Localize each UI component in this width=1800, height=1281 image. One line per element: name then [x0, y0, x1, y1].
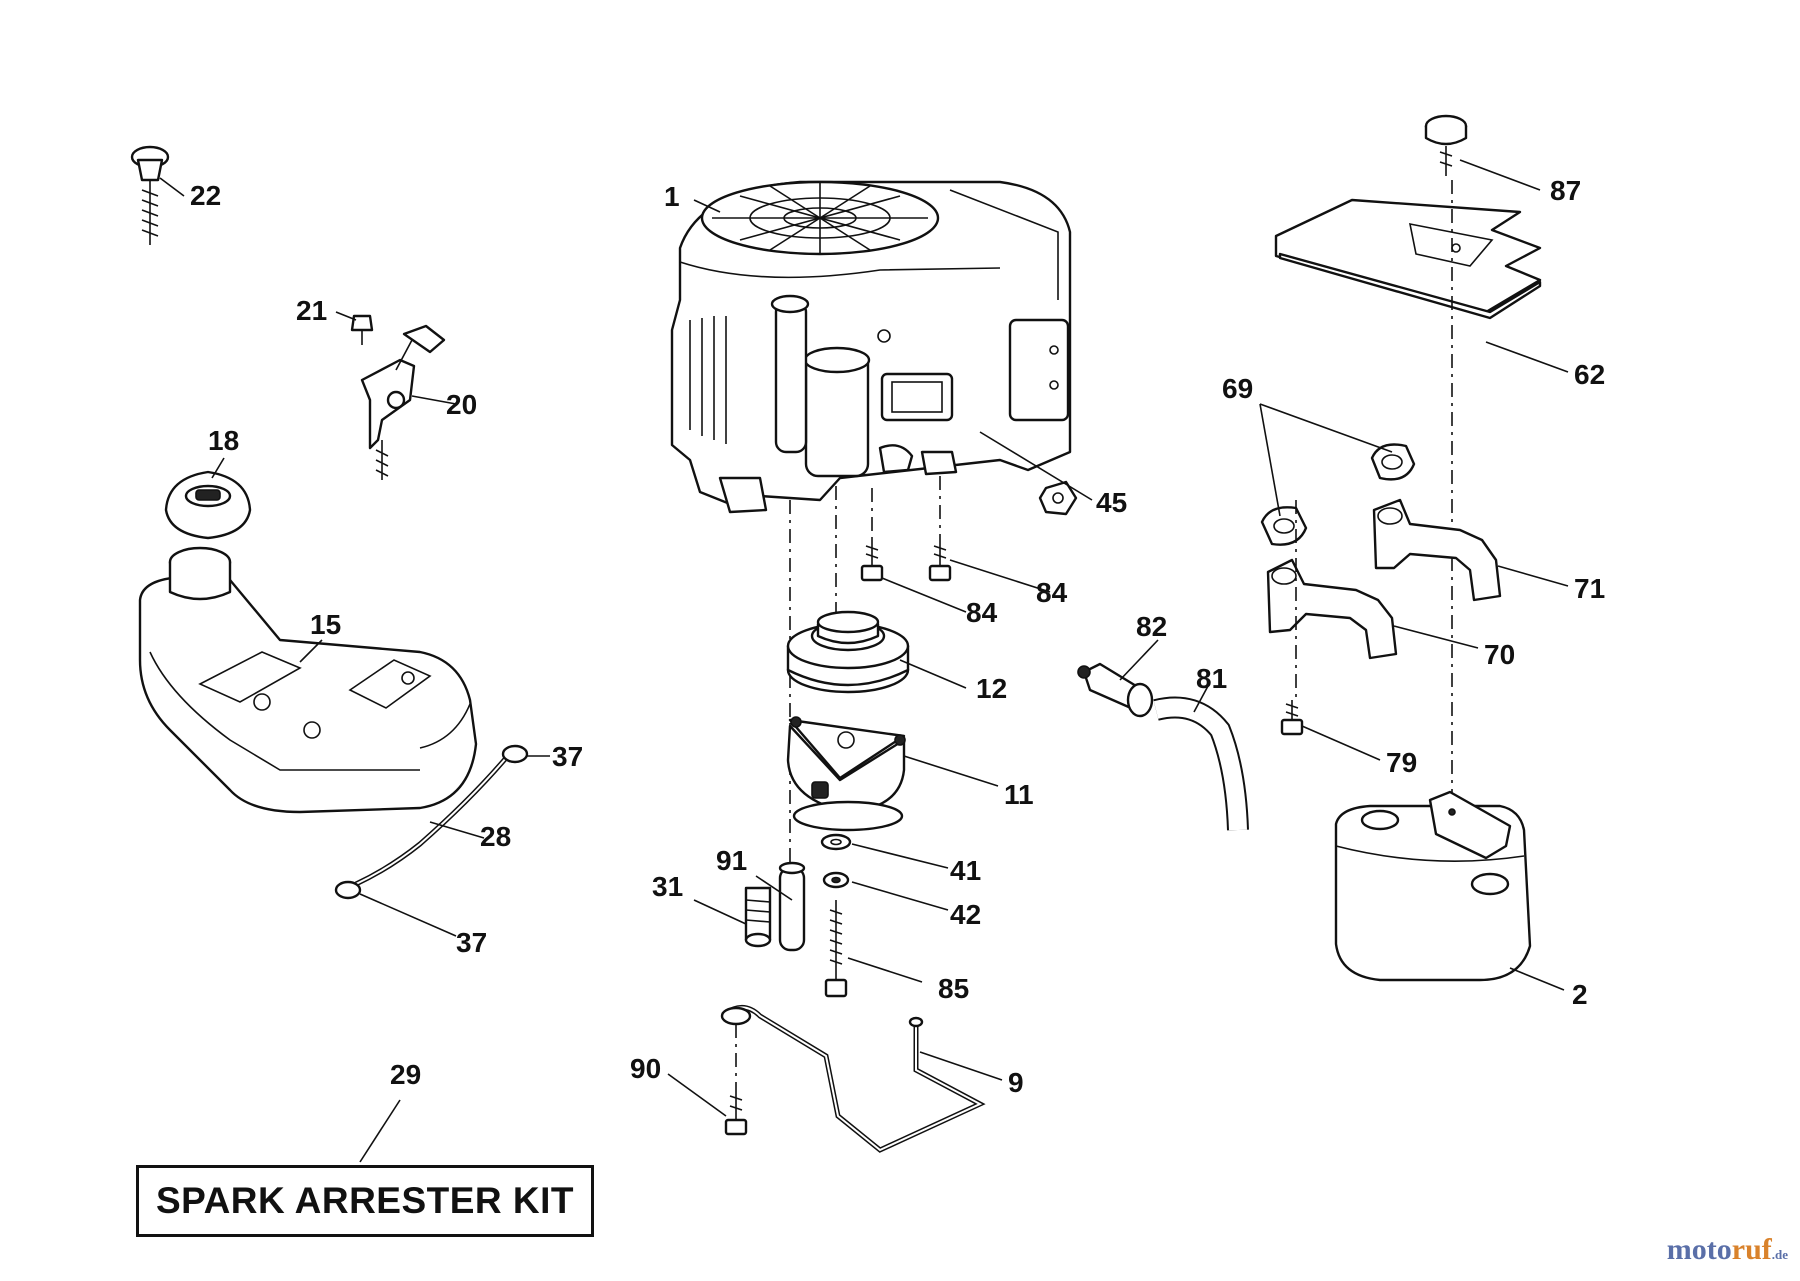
callout-84-left: 84	[966, 597, 998, 628]
callout-82: 82	[1136, 611, 1167, 642]
callout-81: 81	[1196, 663, 1227, 694]
callout-31: 31	[652, 871, 683, 902]
bracket-rod-9	[720, 1005, 986, 1153]
gaskets-69	[1260, 443, 1416, 546]
heat-shield-62	[1274, 198, 1542, 320]
spark-arrester-kit-box: SPARK ARRESTER KIT	[136, 1165, 594, 1237]
callout-28: 28	[480, 821, 511, 852]
fitting-82	[1077, 662, 1154, 718]
bolt-85	[824, 900, 848, 998]
fuel-cap-18	[164, 470, 252, 540]
pulley-12	[786, 610, 910, 694]
callout-2: 2	[1572, 979, 1588, 1010]
callout-labels: 22 21 20 18 15 37 28 37 29 1 45 84 84 12…	[190, 175, 1605, 1098]
callout-12: 12	[976, 673, 1007, 704]
leader-lines	[159, 159, 1569, 1163]
callout-79: 79	[1386, 747, 1417, 778]
engine-part	[670, 180, 1072, 514]
callout-22: 22	[190, 180, 221, 211]
choke-bracket-20	[360, 324, 446, 480]
bolt-79	[1280, 700, 1304, 736]
callout-85: 85	[938, 973, 969, 1004]
watermark-part-b: ruf	[1731, 1233, 1772, 1266]
site-watermark: motoruf.de	[1667, 1233, 1788, 1267]
callout-29: 29	[390, 1059, 421, 1090]
callout-70: 70	[1484, 639, 1515, 670]
callout-15: 15	[310, 609, 341, 640]
watermark-part-a: moto	[1666, 1233, 1732, 1266]
fuel-line-28	[334, 744, 529, 900]
callout-18: 18	[208, 425, 239, 456]
pipe-70	[1266, 558, 1398, 660]
callout-84-right: 84	[1036, 577, 1068, 608]
bolt-21	[350, 314, 374, 345]
callout-62: 62	[1574, 359, 1605, 390]
tank-cap-knob	[130, 145, 170, 245]
washers-41-42	[820, 833, 852, 889]
callout-11: 11	[1004, 779, 1034, 810]
nut-45	[1038, 480, 1078, 516]
watermark-part-c: .de	[1771, 1247, 1788, 1262]
callout-69: 69	[1222, 373, 1253, 404]
pipe-71	[1372, 498, 1502, 602]
callout-1: 1	[664, 181, 680, 212]
knob-87	[1424, 114, 1468, 176]
clutch-11	[786, 716, 906, 832]
callout-9: 9	[1008, 1067, 1024, 1098]
hose-81	[1153, 696, 1249, 831]
callout-20: 20	[446, 389, 477, 420]
callout-45: 45	[1096, 487, 1127, 518]
fuel-tank-15	[138, 546, 478, 814]
muffler-2	[1334, 790, 1532, 982]
setscrew-31	[744, 886, 772, 948]
callout-91: 91	[716, 845, 747, 876]
callout-71: 71	[1574, 573, 1605, 604]
spark-arrester-kit-label: SPARK ARRESTER KIT	[155, 1180, 575, 1221]
bolt-90	[724, 1024, 748, 1136]
callout-41: 41	[950, 855, 981, 886]
callout-87: 87	[1550, 175, 1581, 206]
spacer-91	[778, 861, 806, 952]
callout-42: 42	[950, 899, 981, 930]
callout-37-upper: 37	[552, 741, 583, 772]
bolts-84	[860, 540, 952, 582]
callout-21: 21	[296, 295, 327, 326]
callout-37-lower: 37	[456, 927, 487, 958]
callout-90: 90	[630, 1053, 661, 1084]
